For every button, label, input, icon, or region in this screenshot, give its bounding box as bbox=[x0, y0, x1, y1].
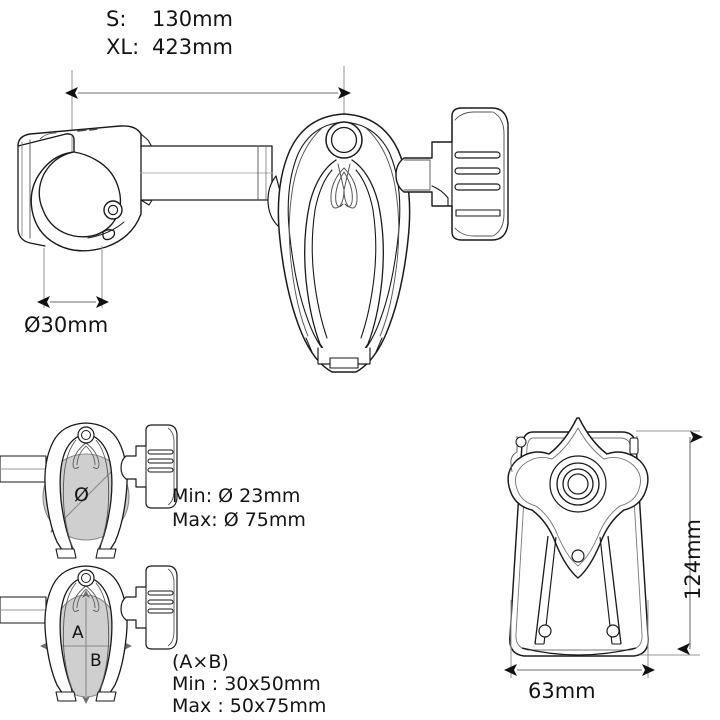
width-label: 63mm bbox=[528, 679, 596, 703]
rect-max-label: Max : 50x75mm bbox=[172, 695, 327, 717]
reach-large-value: 423mm bbox=[152, 35, 233, 59]
round-diameter-arrow bbox=[50, 461, 122, 533]
dimension-bar-diameter bbox=[37, 246, 109, 308]
claw-pivot-inner bbox=[330, 126, 358, 154]
rect-header-label: (A×B) bbox=[172, 651, 229, 673]
top-view-assembly bbox=[17, 107, 509, 373]
axis-a-label: A bbox=[72, 623, 84, 643]
bar-diameter-label: Ø30mm bbox=[24, 313, 109, 337]
claw-holder bbox=[267, 113, 411, 373]
rect-claw-spring bbox=[72, 585, 100, 612]
claw-spring bbox=[330, 163, 358, 209]
detail-round-bar-clamp bbox=[0, 422, 178, 559]
dimension-height bbox=[636, 430, 703, 656]
diameter-symbol-label: Ø bbox=[74, 484, 89, 506]
claw-right-finger bbox=[351, 159, 384, 357]
rect-min-label: Min : 30x50mm bbox=[172, 673, 321, 695]
clamp-bolt-inner bbox=[107, 204, 119, 216]
knob-grip-ribs bbox=[454, 151, 501, 191]
reach-small-value: 130mm bbox=[152, 7, 233, 31]
round-min-label: Min: Ø 23mm bbox=[172, 485, 301, 507]
height-label: 124mm bbox=[681, 519, 705, 600]
round-max-label: Max: Ø 75mm bbox=[172, 509, 306, 531]
star-clamp-plate bbox=[507, 417, 649, 579]
dimension-width bbox=[504, 600, 655, 678]
handlebar-clamp bbox=[17, 125, 153, 252]
clamp-slot bbox=[102, 229, 116, 241]
detail-rect-bar-clamp bbox=[0, 565, 178, 704]
adjust-knob bbox=[395, 107, 509, 241]
extension-arm bbox=[140, 145, 273, 201]
axis-b-label: B bbox=[90, 651, 102, 671]
round-detail-knob bbox=[120, 424, 178, 509]
reach-small-label: S: bbox=[106, 7, 127, 31]
round-claw-spring bbox=[72, 442, 100, 469]
rect-detail-knob bbox=[120, 565, 178, 650]
front-view-mount bbox=[507, 417, 649, 657]
claw-left-finger bbox=[304, 159, 337, 357]
reach-large-label: XL: bbox=[106, 35, 140, 59]
